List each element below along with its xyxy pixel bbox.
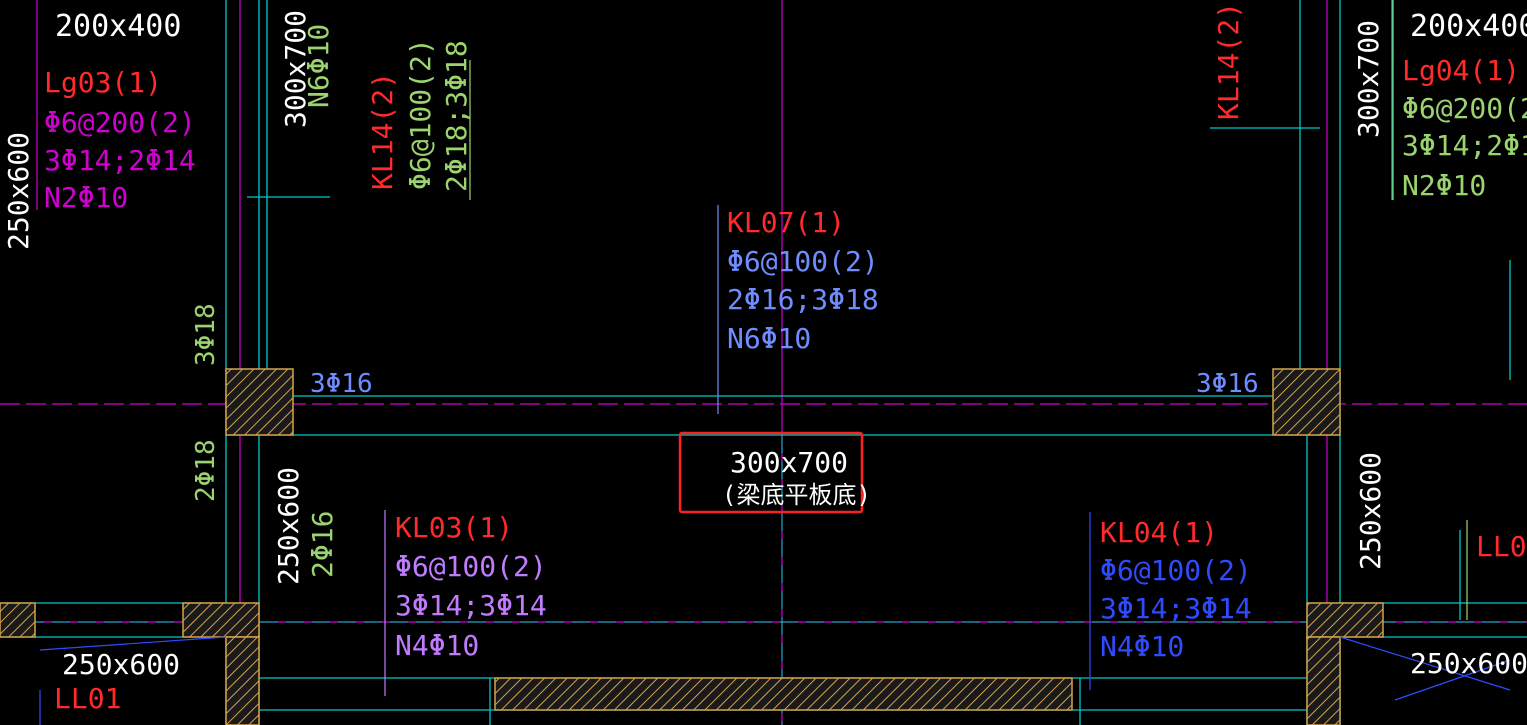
kl04-stirrup: Φ6@100(2): [1100, 554, 1252, 587]
kl04-bars: 3Φ14;3Φ14: [1100, 592, 1252, 625]
dim-300x700-kl14-left: 300x700: [279, 10, 312, 128]
ll01-left: LL01: [54, 682, 121, 715]
dim-250x600-bottom-left: 250x600: [62, 648, 180, 681]
lg03-bars: 3Φ14;2Φ14: [44, 144, 196, 177]
lg03-stirrup: Φ6@200(2): [44, 106, 196, 139]
leader-lines: [39, 0, 1511, 725]
kl14-left-n: N6Φ10: [302, 24, 335, 108]
kl07-name: KL07(1): [727, 206, 845, 239]
dim-250x600-left: 250x600: [2, 132, 35, 250]
kl03-bars: 3Φ14;3Φ14: [395, 589, 547, 622]
dashed-lines: [0, 435, 1527, 725]
lg04-stirrup: Φ6@200(2): [1402, 92, 1527, 125]
kl14-left-bars: 2Φ18;3Φ18: [440, 40, 473, 192]
lg03-name: Lg03(1): [44, 66, 162, 99]
bar-label-right: 3Φ16: [1196, 369, 1259, 399]
kl04-n: N4Φ10: [1100, 630, 1184, 663]
highlight-box[interactable]: [678, 431, 864, 514]
kl14-right-name: KL14(2): [1212, 2, 1245, 120]
lg04-bars: 3Φ14;2Φ14: [1402, 129, 1527, 162]
bar-label-left: 3Φ16: [310, 369, 373, 399]
left-2phi18: 2Φ18: [191, 439, 221, 502]
lg04-n: N2Φ10: [1402, 169, 1486, 202]
dim-250x600-right-vert: 250x600: [1354, 452, 1387, 570]
kl04-name: KL04(1): [1100, 516, 1218, 549]
kl14-left-name: KL14(2): [366, 72, 399, 190]
dim-300x700-right: 300x700: [1352, 20, 1385, 138]
kl07-bars: 2Φ16;3Φ18: [727, 283, 879, 316]
dim-200x400-right: 200x400: [1410, 9, 1527, 44]
kl03-stirrup: Φ6@100(2): [395, 550, 547, 583]
kl14-left-stirrup: Φ6@100(2): [404, 38, 437, 190]
dim-250x600-mid: 250x600: [272, 467, 305, 585]
kl03-name: KL03(1): [395, 511, 513, 544]
kl07-stirrup: Φ6@100(2): [727, 245, 879, 278]
lg03-n: N2Φ10: [44, 181, 128, 214]
ll01-right: LL01: [1476, 530, 1527, 563]
kl03-n: N4Φ10: [395, 629, 479, 662]
hatched-columns: [0, 368, 1384, 725]
mid-2phi16: 2Φ16: [306, 511, 339, 578]
dim-250x600-bottom-right: 250x600: [1410, 647, 1527, 680]
lg04-name: Lg04(1): [1402, 54, 1520, 87]
left-3phi18: 3Φ18: [191, 303, 221, 366]
beam-note-label: (梁底平板底): [722, 481, 871, 509]
beam-size-label: 300x700: [730, 446, 848, 479]
kl07-n: N6Φ10: [727, 322, 811, 355]
dim-200x400-left: 200x400: [55, 9, 181, 44]
